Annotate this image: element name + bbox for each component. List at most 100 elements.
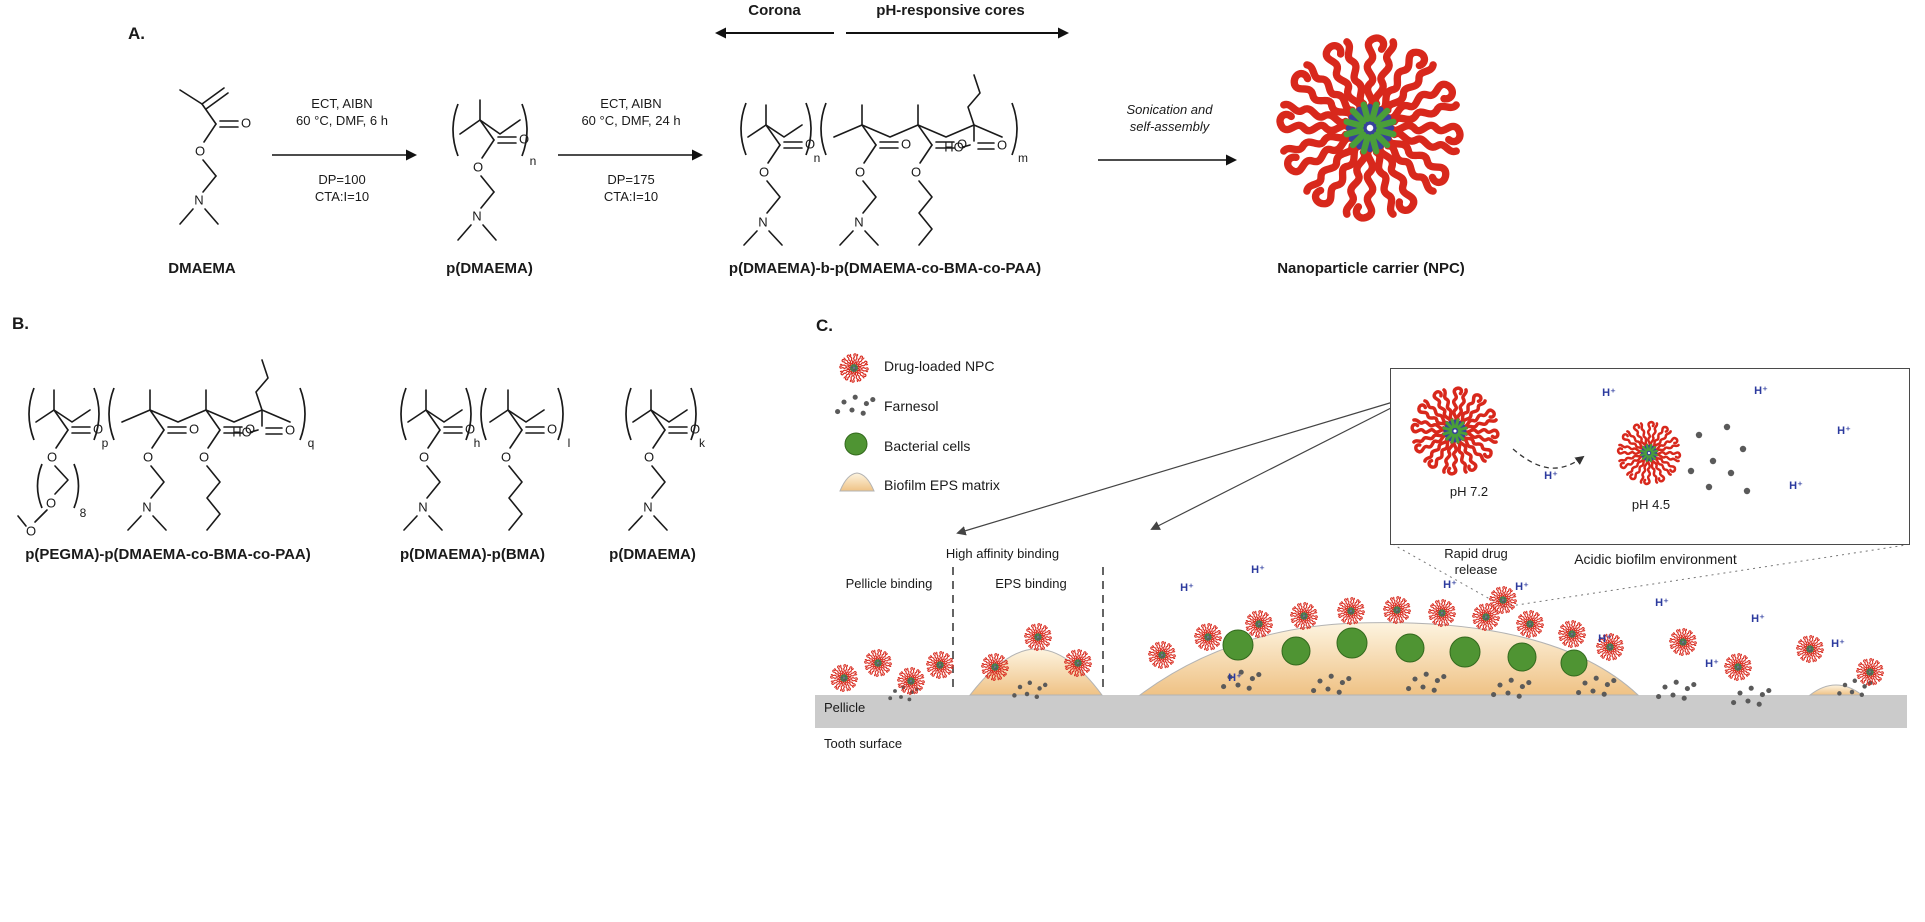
pbma-block: l O O	[480, 387, 571, 531]
step1-conditions: ECT, AIBN 60 °C, DMF, 6 h	[266, 96, 418, 130]
subscript-label: q	[308, 436, 315, 450]
subscript-label: l	[568, 436, 571, 450]
bacteria-icon	[844, 432, 868, 456]
atom-label: O	[241, 115, 251, 130]
rapid-release-line2: release	[1454, 562, 1498, 578]
subscript-label: k	[699, 436, 706, 450]
hplus-label: H⁺	[1251, 564, 1265, 576]
step2-notes: DP=175 CTA:I=10	[552, 172, 710, 206]
atom-label: N	[194, 192, 203, 207]
pdmaema-pbma-label: p(DMAEMA)-p(BMA)	[400, 546, 545, 563]
step1-note1: DP=100	[318, 172, 366, 187]
atom-label: O	[957, 136, 967, 151]
atom-label: N	[758, 214, 767, 229]
rapid-release-label: Rapid drug release	[1402, 546, 1550, 579]
corona-cores-arrows	[715, 27, 1069, 39]
pellicle-bar	[815, 695, 1907, 728]
step3-line2: self-assembly	[1129, 118, 1210, 134]
hplus-label: H⁺	[1180, 582, 1194, 594]
subscript-label: m	[1018, 151, 1028, 165]
tooth-surface-label: Tooth surface	[824, 736, 903, 751]
inset-npc-assembled	[1412, 388, 1498, 474]
atom-label: O	[419, 449, 429, 464]
pdmaema-pbma-structure: h O O N l O O	[400, 387, 571, 531]
atom-label: O	[855, 164, 865, 179]
subscript-label: 8	[80, 506, 87, 520]
bacterial-cells	[1222, 627, 1588, 677]
pdmaema-homo-structure: k O O N	[625, 387, 706, 531]
corona-label: Corona	[748, 2, 801, 19]
pellicle-label: Pellicle	[824, 700, 866, 715]
atom-label: N	[643, 499, 652, 514]
panel-a-label: A.	[128, 24, 145, 43]
hplus-label: H⁺	[1228, 672, 1242, 684]
hplus-label: H⁺	[1655, 597, 1669, 609]
step2-note2: CTA:I=10	[603, 188, 659, 204]
panel-c-label: C.	[816, 316, 833, 335]
legend-item-label: Farnesol	[884, 398, 939, 414]
atom-label: O	[547, 421, 557, 436]
step3-text: Sonication and self-assembly	[1092, 102, 1247, 136]
step1-note2: CTA:I=10	[314, 188, 370, 204]
pegma-block-structure: p O O 8 O O q O O N O O	[17, 359, 315, 538]
scene-hplus-labels: H⁺ H⁺ H⁺ H⁺ H⁺ H⁺ H⁺ H⁺ H⁺ H⁺	[1180, 564, 1845, 684]
legend-item-label: Biofilm EPS matrix	[884, 477, 1000, 493]
legend-item-label: Drug-loaded NPC	[884, 358, 995, 374]
pdmaema-structure: n O O N	[452, 99, 536, 241]
block-copolymer-label: p(DMAEMA)-b-p(DMAEMA-co-BMA-co-PAA)	[728, 260, 1042, 277]
high-affinity-label: High affinity binding	[945, 546, 1060, 561]
block-copolymer-structure: n O O N m O O N O O HO O	[740, 74, 1028, 246]
step2-arrow	[558, 149, 703, 161]
atom-label: O	[805, 136, 815, 151]
pellicle-binding-label: Pellicle binding	[845, 576, 933, 591]
atom-label: O	[911, 164, 921, 179]
panel-c-scene: H⁺ H⁺ H⁺ H⁺ H⁺ H⁺ H⁺ H⁺ H⁺ H⁺	[815, 401, 1907, 728]
dmaema-label: DMAEMA	[168, 260, 236, 277]
atom-label: HO	[232, 424, 252, 439]
hplus-label: H⁺	[1602, 387, 1616, 399]
step1-notes: DP=100 CTA:I=10	[266, 172, 418, 206]
block2: m O O N O O HO O	[820, 74, 1028, 246]
atom-label: O	[465, 421, 475, 436]
hplus-label: H⁺	[1705, 658, 1719, 670]
legend-item-label: Bacterial cells	[884, 438, 971, 454]
atom-label: O	[901, 136, 911, 151]
subscript-label: n	[814, 151, 821, 165]
step2-cond2: 60 °C, DMF, 24 h	[581, 112, 681, 128]
step1-cond1: ECT, AIBN	[311, 96, 373, 111]
pdmaema-block: h O O N	[400, 387, 480, 531]
atom-label: O	[473, 159, 483, 174]
hplus-label: H⁺	[1837, 425, 1851, 437]
ph-responsive-cores-label: pH-responsive cores	[876, 2, 1025, 19]
step3-line1: Sonication and	[1126, 102, 1213, 117]
atom-label: O	[46, 495, 56, 510]
callout-arrows	[956, 401, 1394, 536]
step3-arrow	[1098, 154, 1237, 166]
hplus-label: H⁺	[1515, 581, 1529, 593]
atom-label: O	[47, 449, 57, 464]
hplus-label: H⁺	[1443, 579, 1457, 591]
atom-label: O	[189, 421, 199, 436]
step1-arrow	[272, 149, 417, 161]
acidic-inset-box: H⁺ H⁺ H⁺ H⁺ H⁺ pH 7.2 pH 4.5	[1390, 368, 1910, 545]
subscript-label: p	[102, 436, 109, 450]
eps-mound-large	[1138, 622, 1640, 696]
pdmaema-bonds	[457, 99, 521, 241]
step1-cond2: 60 °C, DMF, 6 h	[296, 112, 388, 128]
hplus-label: H⁺	[1789, 480, 1803, 492]
step2-cond1: ECT, AIBN	[600, 96, 662, 111]
atom-label: HO	[944, 139, 964, 154]
eps-binding-label: EPS binding	[995, 576, 1067, 591]
eps-icon	[839, 472, 875, 492]
atom-label: O	[26, 523, 36, 538]
atom-label: O	[195, 143, 205, 158]
pegma-block2: q O O N O O HO O	[108, 359, 315, 531]
atom-label: N	[472, 208, 481, 223]
pegma-block1: p O O 8 O O	[17, 387, 109, 538]
atom-label: O	[519, 131, 529, 146]
atom-label: N	[142, 499, 151, 514]
inset-npc-disassembled	[1618, 422, 1680, 484]
hplus-label: H⁺	[1831, 638, 1845, 650]
inset-hplus-labels: H⁺ H⁺ H⁺ H⁺ H⁺	[1544, 385, 1851, 492]
